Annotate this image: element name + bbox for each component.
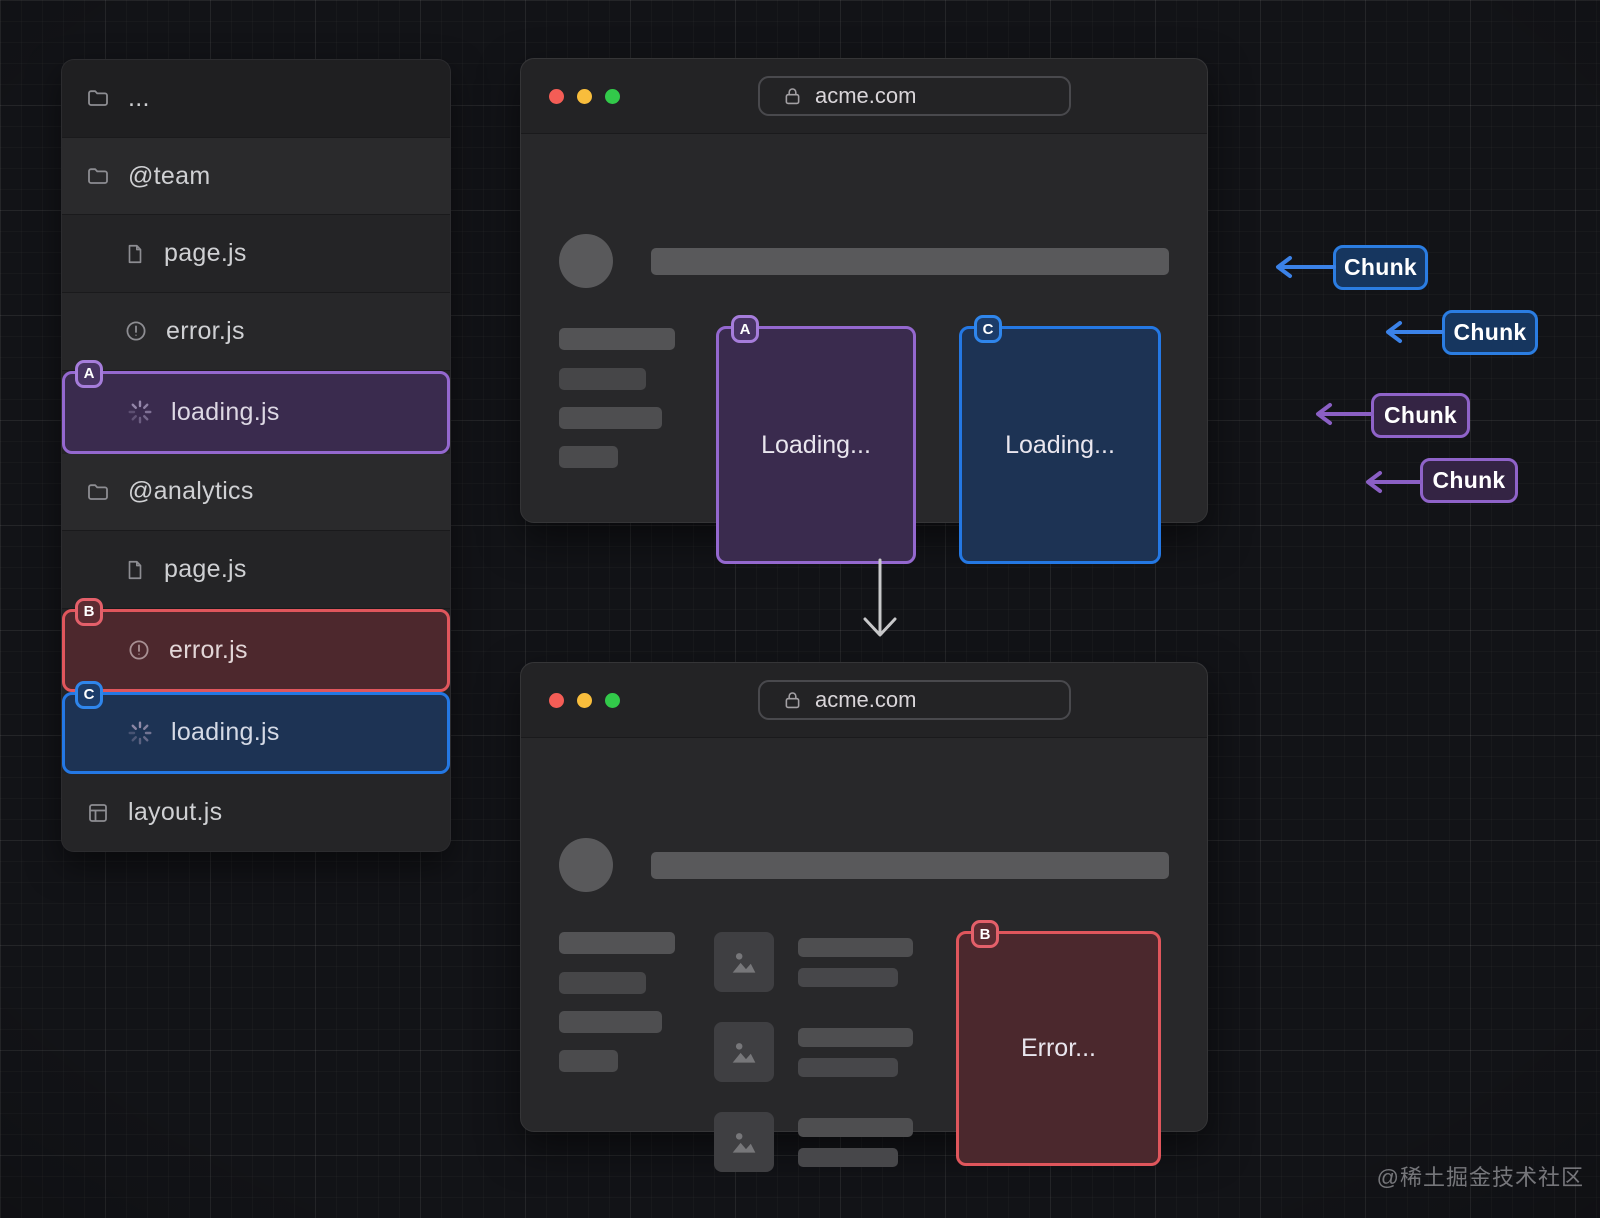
chunk-text: Chunk: [1432, 467, 1506, 493]
chunk-arrow-blue-1: [1270, 253, 1338, 281]
file-icon: [124, 559, 146, 581]
folder-icon: [86, 86, 110, 110]
tree-row-label: loading.js: [171, 397, 280, 426]
text-skeleton-bar: [559, 446, 618, 468]
traffic-lights: [549, 89, 620, 104]
route-badge-c: C: [974, 315, 1002, 343]
page-content-error: B Error...: [521, 738, 1207, 1172]
tree-row-team[interactable]: @team: [62, 137, 450, 216]
watermark: @稀土掘金技术社区: [1376, 1165, 1584, 1190]
maximize-button[interactable]: [605, 693, 620, 708]
image-placeholder-icon: [714, 932, 774, 992]
browser-window-error: acme.com: [520, 662, 1208, 1172]
tree-row-error-b[interactable]: B error.js: [62, 597, 450, 692]
lock-icon: [782, 84, 803, 108]
url-bar[interactable]: acme.com: [758, 76, 1071, 116]
browser-titlebar: acme.com: [521, 663, 1207, 738]
text-skeleton-bar: [798, 1058, 898, 1077]
tree-row-ellipsis[interactable]: ...: [62, 60, 450, 138]
text-skeleton-bar: [798, 938, 913, 957]
url-text: acme.com: [815, 687, 917, 712]
image-placeholder-icon: [714, 1022, 774, 1082]
traffic-lights: [549, 693, 620, 708]
tree-row-label: loading.js: [171, 718, 280, 747]
loading-card-text: Loading...: [1005, 430, 1115, 459]
layout-icon: [86, 801, 110, 825]
tree-row-label: ...: [128, 83, 150, 112]
transition-down-arrow: [858, 556, 902, 647]
tree-row-label: page.js: [164, 555, 247, 584]
lock-icon: [782, 688, 803, 712]
url-bar[interactable]: acme.com: [758, 680, 1071, 720]
tree-row-page-2[interactable]: page.js: [62, 531, 450, 609]
folder-icon: [86, 164, 110, 188]
maximize-button[interactable]: [605, 89, 620, 104]
avatar: [559, 234, 613, 288]
header-skeleton-bar: [651, 852, 1169, 879]
file-icon: [124, 243, 146, 265]
loading-card-a: A Loading...: [716, 315, 916, 564]
close-button[interactable]: [549, 693, 564, 708]
route-badge-c: C: [75, 680, 103, 709]
chunk-arrow-blue-2: [1380, 318, 1446, 346]
error-card-text: Error...: [1020, 1034, 1096, 1062]
route-badge-b: B: [971, 920, 999, 948]
file-tree-panel: ... @team page.js error.js A loadi: [62, 60, 450, 852]
browser-window-loading: acme.com A Loading... C Loading...: [520, 58, 1208, 564]
tree-row-page[interactable]: page.js: [62, 215, 450, 294]
loading-card-text: Loading...: [761, 430, 871, 459]
error-card-b: B Error...: [956, 920, 1161, 1166]
text-skeleton-bar: [559, 972, 646, 994]
chunk-label-purple-1: Chunk: [1371, 393, 1470, 438]
page-content-loading: A Loading... C Loading...: [521, 134, 1207, 564]
tree-row-label: error.js: [169, 635, 248, 664]
chunk-label-purple-2: Chunk: [1420, 458, 1518, 503]
route-badge-b: B: [75, 597, 103, 626]
folder-icon: [86, 480, 110, 504]
alert-icon: [124, 319, 148, 343]
text-skeleton-bar: [559, 932, 675, 954]
route-badge-a: A: [731, 315, 759, 343]
text-skeleton-bar: [559, 1050, 618, 1072]
text-skeleton-bar: [798, 1118, 913, 1137]
chunk-label-blue-1: Chunk: [1333, 245, 1428, 290]
chunk-text: Chunk: [1383, 402, 1458, 428]
minimize-button[interactable]: [577, 693, 592, 708]
tree-row-layout[interactable]: layout.js: [62, 774, 450, 852]
tree-row-label: @analytics: [128, 477, 254, 506]
spinner-icon: [127, 720, 153, 746]
text-skeleton-bar: [798, 1028, 913, 1047]
tree-row-label: layout.js: [128, 798, 223, 827]
chunk-arrow-purple-1: [1310, 400, 1376, 428]
chunk-arrow-purple-2: [1360, 468, 1424, 496]
tree-row-error[interactable]: error.js: [62, 293, 450, 371]
route-badge-a: A: [75, 359, 103, 388]
text-skeleton-bar: [559, 328, 675, 350]
tree-row-analytics[interactable]: @analytics: [62, 453, 450, 532]
loading-card-c: C Loading...: [959, 315, 1161, 564]
tree-row-label: page.js: [164, 239, 247, 268]
text-skeleton-bar: [559, 1011, 662, 1033]
tree-row-label: @team: [128, 161, 211, 190]
header-skeleton-bar: [651, 248, 1169, 275]
text-skeleton-bar: [559, 407, 662, 429]
spinner-icon: [127, 399, 153, 425]
avatar: [559, 838, 613, 892]
alert-icon: [127, 638, 151, 662]
image-placeholder-icon: [714, 1112, 774, 1172]
minimize-button[interactable]: [577, 89, 592, 104]
browser-titlebar: acme.com: [521, 59, 1207, 134]
tree-row-label: error.js: [166, 316, 245, 345]
text-skeleton-bar: [798, 1148, 898, 1167]
chunk-label-blue-2: Chunk: [1442, 310, 1538, 355]
url-text: acme.com: [815, 83, 917, 108]
chunk-text: Chunk: [1343, 254, 1418, 280]
tree-row-loading-a[interactable]: A loading.js: [62, 359, 450, 454]
chunk-text: Chunk: [1453, 319, 1527, 345]
text-skeleton-bar: [559, 368, 646, 390]
text-skeleton-bar: [798, 968, 898, 987]
tree-row-loading-c[interactable]: C loading.js: [62, 680, 450, 775]
close-button[interactable]: [549, 89, 564, 104]
